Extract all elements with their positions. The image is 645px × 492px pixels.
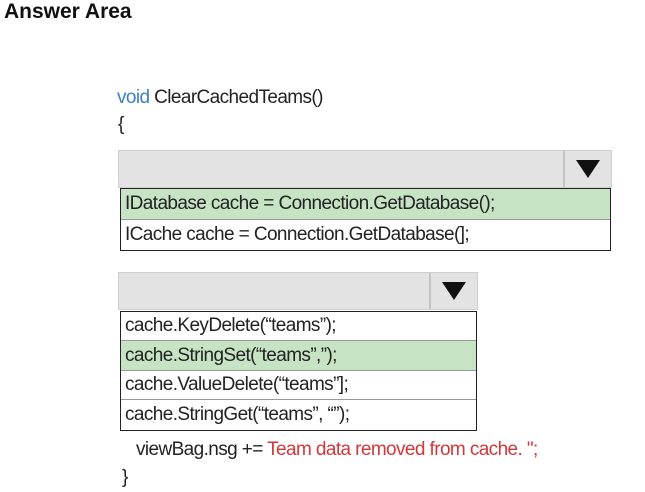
void-keyword: void: [117, 87, 150, 108]
close-brace: }: [122, 467, 128, 488]
dropdown-2-option-1[interactable]: cache.KeyDelete(“teams”);: [121, 312, 476, 341]
dropdown-2-option-3[interactable]: cache.ValueDelete(“teams”];: [121, 371, 476, 400]
viewbag-prefix: viewBag.nsg +=: [136, 439, 268, 460]
dropdown-2-options: cache.KeyDelete(“teams”); cache.StringSe…: [120, 311, 477, 431]
method-name: ClearCachedTeams(): [154, 87, 323, 108]
viewbag-line: viewBag.nsg += Team data removed from ca…: [136, 439, 538, 461]
chevron-down-icon: [442, 282, 466, 300]
dropdown-2-option-4[interactable]: cache.StringGet(“teams”, “”);: [125, 403, 350, 425]
dropdown-2-toggle[interactable]: [429, 273, 477, 309]
answer-area-title: Answer Area: [4, 0, 132, 23]
dropdown-2[interactable]: [118, 272, 478, 310]
dropdown-1-option-2[interactable]: ICache cache = Connection.GetDatabase(];: [125, 224, 470, 245]
open-brace: {: [118, 114, 124, 135]
dropdown-1-toggle[interactable]: [563, 151, 611, 187]
dropdown-1-options: IDatabase cache = Connection.GetDatabase…: [120, 188, 611, 251]
method-signature: void ClearCachedTeams(): [117, 87, 323, 109]
dropdown-1-option-1[interactable]: IDatabase cache = Connection.GetDatabase…: [121, 189, 610, 220]
chevron-down-icon: [576, 160, 600, 178]
viewbag-string: Team data removed from cache. ";: [267, 439, 538, 460]
dropdown-1[interactable]: [118, 150, 612, 188]
dropdown-2-option-2[interactable]: cache.StringSet(“teams”,”);: [121, 341, 476, 371]
